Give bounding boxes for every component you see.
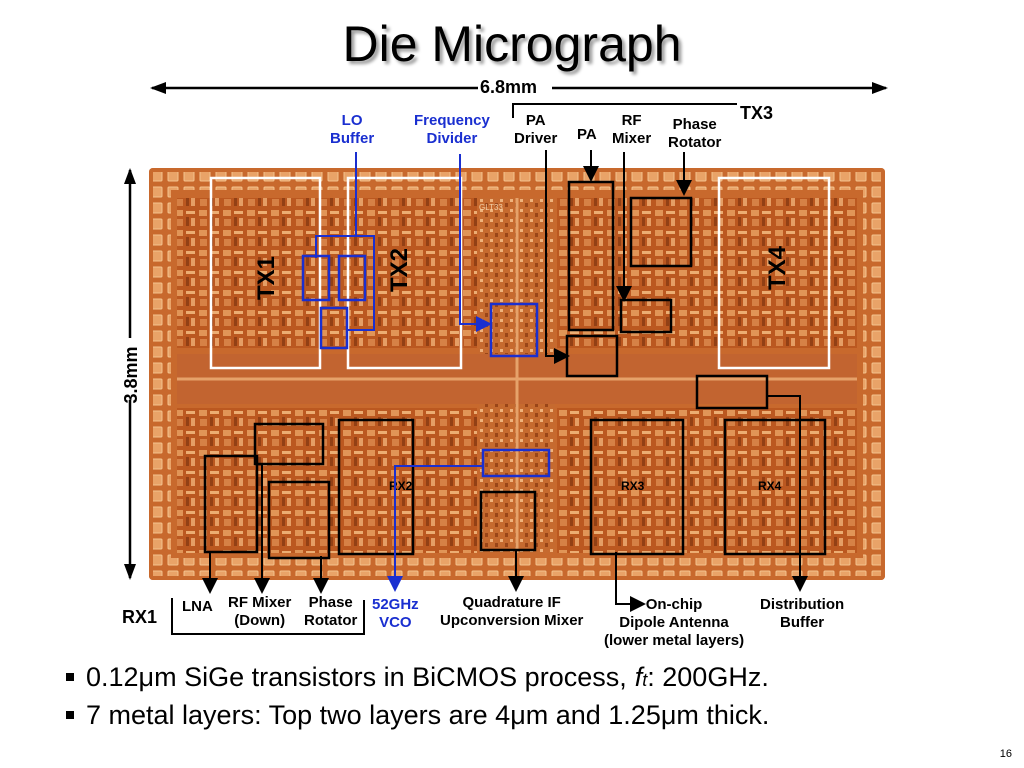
height-dimension: [124, 168, 136, 580]
tx4-label: TX4: [764, 245, 791, 290]
die-mark: GLT33: [479, 203, 503, 212]
tx3-bracket: [512, 103, 737, 118]
bullet-item: 0.12μm SiGe transistors in BiCMOS proces…: [66, 660, 1016, 698]
bullet-square-icon: [66, 711, 74, 719]
lo-buffer-label: LO Buffer: [330, 112, 375, 147]
lna-label: LNA: [182, 598, 213, 615]
quadrature-mixer-label: Quadrature IF Upconversion Mixer: [440, 594, 584, 629]
rf-mixer-down-label: RF Mixer (Down): [228, 594, 292, 629]
rf-mixer-label: RF Mixer: [612, 112, 652, 147]
onchip-antenna-label: On-chip Dipole Antenna (lower metal laye…: [604, 596, 745, 649]
rx1-label: RX1: [122, 607, 158, 627]
tx2-label: TX2: [386, 248, 413, 292]
slide-title: Die Micrograph: [342, 16, 682, 72]
page-number: 16: [999, 748, 1012, 760]
bullet-square-icon: [66, 673, 74, 681]
die-micrograph: GLT33 TX1 TX2 TX4 RX2 RX3 RX4: [149, 168, 885, 580]
rx3-label: RX3: [621, 479, 645, 493]
phase-rotator-bottom-label: Phase Rotator: [304, 594, 358, 629]
pa-driver-label: PA Driver: [514, 112, 558, 147]
bullet-list: 0.12μm SiGe transistors in BiCMOS proces…: [66, 660, 1016, 733]
pa-label: PA: [577, 126, 597, 143]
tx3-label: TX3: [740, 103, 774, 123]
distribution-buffer-label: Distribution Buffer: [760, 596, 845, 631]
width-dimension: [150, 82, 888, 94]
bullet-item: 7 metal layers: Top two layers are 4μm a…: [66, 698, 1016, 733]
tx1-label: TX1: [253, 256, 280, 300]
phase-rotator-label: Phase Rotator: [668, 116, 722, 151]
width-label: 6.8mm: [480, 77, 538, 97]
vco-label: 52GHz VCO: [372, 596, 419, 631]
rx4-label: RX4: [758, 479, 782, 493]
frequency-divider-label: Frequency Divider: [414, 112, 490, 147]
